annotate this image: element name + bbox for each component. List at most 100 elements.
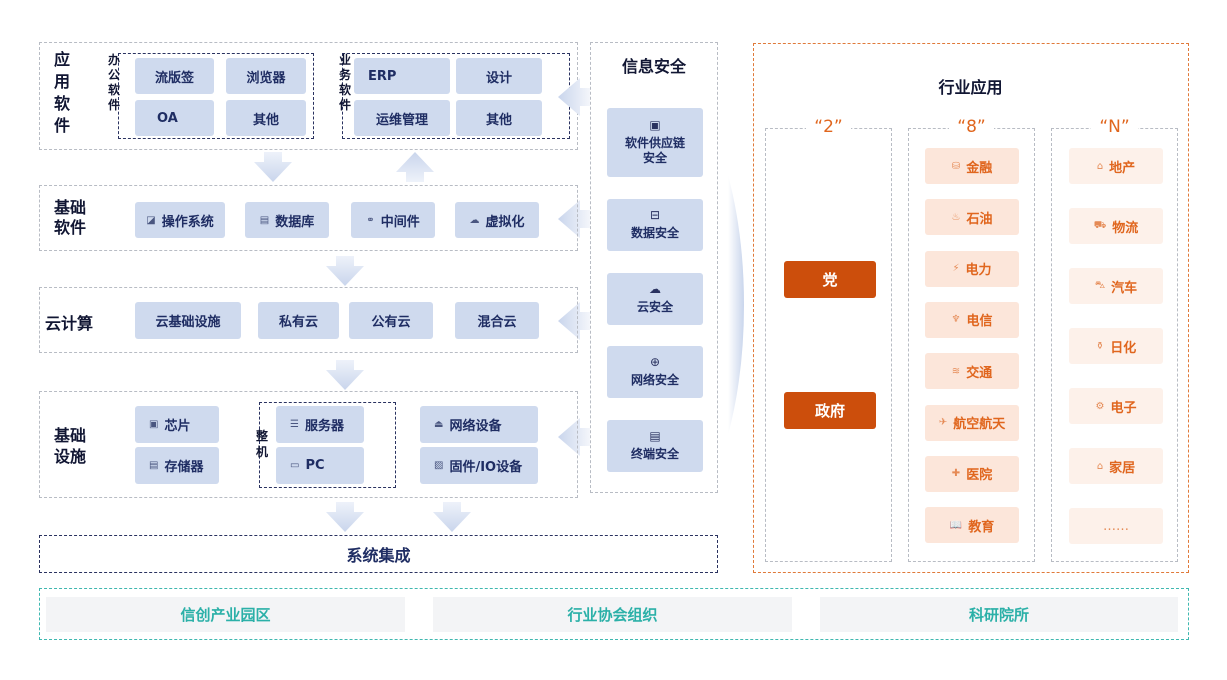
system-integration[interactable]: 系统集成	[39, 535, 718, 573]
office-item-liubanqian[interactable]: 流版签	[135, 58, 214, 94]
cloud-item-private[interactable]: 私有云	[258, 302, 339, 339]
business-item-other[interactable]: 其他	[456, 100, 542, 136]
industry-col-8-item-label: 电信	[966, 314, 993, 330]
industry-col-8-item[interactable]: ♨石油	[925, 199, 1019, 236]
industry-col-8-item[interactable]: ⚡电力	[925, 250, 1019, 287]
footer-item-research[interactable]: 科研院所	[820, 597, 1178, 632]
infra-item-chip[interactable]: ▣芯片	[135, 406, 219, 443]
industry-col-n-item[interactable]: ⛟物流	[1069, 208, 1163, 244]
server-icon: ☰	[290, 419, 299, 430]
industry-col-8-item[interactable]: ♆ 电信	[925, 301, 1019, 338]
industry-col-8-item-label: 教育	[968, 519, 995, 535]
infra-item-firmware[interactable]: ▨固件/IO设备	[420, 447, 538, 484]
terminal-icon: ▤	[649, 429, 661, 444]
industry-government[interactable]: 政府	[784, 392, 876, 429]
base-item-label: 中间件	[380, 214, 420, 230]
infra-item-server[interactable]: ☰服务器	[276, 406, 364, 443]
cloud-item-public[interactable]: 公有云	[349, 302, 433, 339]
office-item-label: 其他	[252, 112, 279, 128]
link-icon: ⚭	[366, 214, 375, 226]
industry-col-n-item[interactable]: ……	[1069, 508, 1163, 544]
office-item-other[interactable]: 其他	[226, 100, 306, 136]
security-item-label: 数据安全	[630, 226, 679, 240]
security-item-network[interactable]: ⊕网络安全	[607, 346, 703, 398]
industry-icon: ⚱	[1095, 340, 1105, 352]
industry-col-8-item-label: 金融	[966, 160, 993, 176]
industry-col-n-item[interactable]: ⌂地产	[1069, 148, 1163, 184]
database-icon: ▤	[259, 214, 270, 226]
industry-col-8-item-label: 电力	[965, 263, 992, 279]
security-item-data[interactable]: ⊟数据安全	[607, 199, 703, 251]
office-software-group	[118, 53, 314, 139]
industry-icon: ⌂	[1096, 160, 1104, 172]
office-item-label: OA	[157, 110, 178, 126]
arrow-right-icon	[728, 175, 744, 435]
industry-icon: ⌂	[1096, 460, 1104, 472]
infra-item-label: 芯片	[164, 419, 191, 434]
industry-icon: ⛍	[1094, 279, 1106, 291]
office-item-oa[interactable]: OA	[135, 100, 214, 136]
industry-col-2-tag: “2”	[806, 117, 851, 137]
industry-col-n-item[interactable]: ⛍ 汽车	[1069, 268, 1163, 304]
cloud-item-infra[interactable]: 云基础设施	[135, 302, 241, 339]
business-item-label: ERP	[368, 68, 397, 84]
security-item-supply-chain[interactable]: ▣ 软件供应链安全	[607, 108, 703, 177]
base-item-virtualization[interactable]: ☁虚拟化	[455, 202, 539, 238]
security-item-label: 网络安全	[630, 373, 679, 387]
industry-col-8-item[interactable]: ✚医院	[925, 455, 1019, 492]
office-item-browser[interactable]: 浏览器	[226, 58, 306, 94]
industry-col-n-item-label: 日化	[1110, 340, 1137, 356]
cloud-icon: ☁	[649, 282, 661, 297]
industry-icon: ⚙	[1095, 400, 1105, 412]
office-item-label: 流版签	[154, 70, 194, 86]
industry-party-label: 党	[822, 271, 838, 289]
business-item-label: 运维管理	[375, 112, 428, 128]
security-item-label: 软件供应链安全	[624, 135, 685, 166]
industry-title: 行业应用	[938, 78, 1003, 97]
base-item-database[interactable]: ▤数据库	[245, 202, 329, 238]
industry-col-2	[765, 128, 892, 562]
cloud-label: 云计算	[45, 314, 94, 333]
footer-item-park[interactable]: 信创产业园区	[46, 597, 405, 632]
infra-item-storage[interactable]: ▤存储器	[135, 447, 219, 484]
industry-icon: ♆	[951, 314, 961, 326]
footer-item-label: 行业协会组织	[567, 606, 658, 624]
app-software-label: 应用软件	[53, 50, 70, 135]
base-item-middleware[interactable]: ⚭ 中间件	[351, 202, 435, 238]
cloud-item-hybrid[interactable]: 混合云	[455, 302, 539, 339]
business-item-ops[interactable]: 运维管理	[354, 100, 450, 136]
industry-col-n-tag: “N”	[1091, 117, 1138, 137]
security-item-label: 终端安全	[630, 447, 679, 461]
security-item-terminal[interactable]: ▤ 终端安全	[607, 420, 703, 472]
industry-icon: ♨	[951, 211, 961, 223]
business-item-erp[interactable]: ERP	[354, 58, 450, 94]
industry-col-n-item-label: 汽车	[1111, 280, 1138, 296]
infra-item-label: PC	[305, 458, 325, 473]
infra-item-network[interactable]: ⏏网络设备	[420, 406, 538, 443]
base-software-label: 基础软件	[54, 198, 87, 237]
industry-icon: ⛁	[951, 160, 961, 172]
industry-col-n-item[interactable]: ⌂家居	[1069, 448, 1163, 484]
arrow-down-icon	[326, 256, 364, 286]
industry-col-n-item[interactable]: ⚱ 日化	[1069, 328, 1163, 364]
industry-icon: ⛟	[1093, 219, 1107, 231]
industry-party[interactable]: 党	[784, 261, 876, 298]
footer-bar: 信创产业园区 行业协会组织 科研院所	[39, 588, 1189, 640]
security-item-cloud[interactable]: ☁云安全	[607, 273, 703, 325]
industry-col-8-item[interactable]: ✈航空航天	[925, 404, 1019, 441]
office-software-label: 办公软件	[107, 53, 120, 112]
industry-col-8-item-label: 航空航天	[953, 417, 1006, 432]
industry-col-n-item[interactable]: ⚙电子	[1069, 388, 1163, 424]
code-window-icon: ▣	[649, 118, 661, 133]
industry-col-8-item[interactable]: 📖教育	[925, 507, 1019, 544]
industry-col-8-item[interactable]: ⛁ 金融	[925, 148, 1019, 184]
base-software-layer: 基础软件 ◪操作系统 ▤数据库 ⚭ 中间件 ☁虚拟化	[39, 185, 578, 251]
footer-item-association[interactable]: 行业协会组织	[433, 597, 792, 632]
infra-item-pc[interactable]: ▭PC	[276, 447, 364, 484]
base-item-os[interactable]: ◪操作系统	[135, 202, 225, 238]
infra-item-label: 存储器	[164, 460, 204, 475]
industry-col-2-tag-wrap: “2”	[765, 117, 892, 137]
cloud-item-label: 公有云	[371, 315, 411, 330]
industry-col-8-item[interactable]: ≋交通	[925, 353, 1019, 390]
business-item-design[interactable]: 设计	[456, 58, 542, 94]
